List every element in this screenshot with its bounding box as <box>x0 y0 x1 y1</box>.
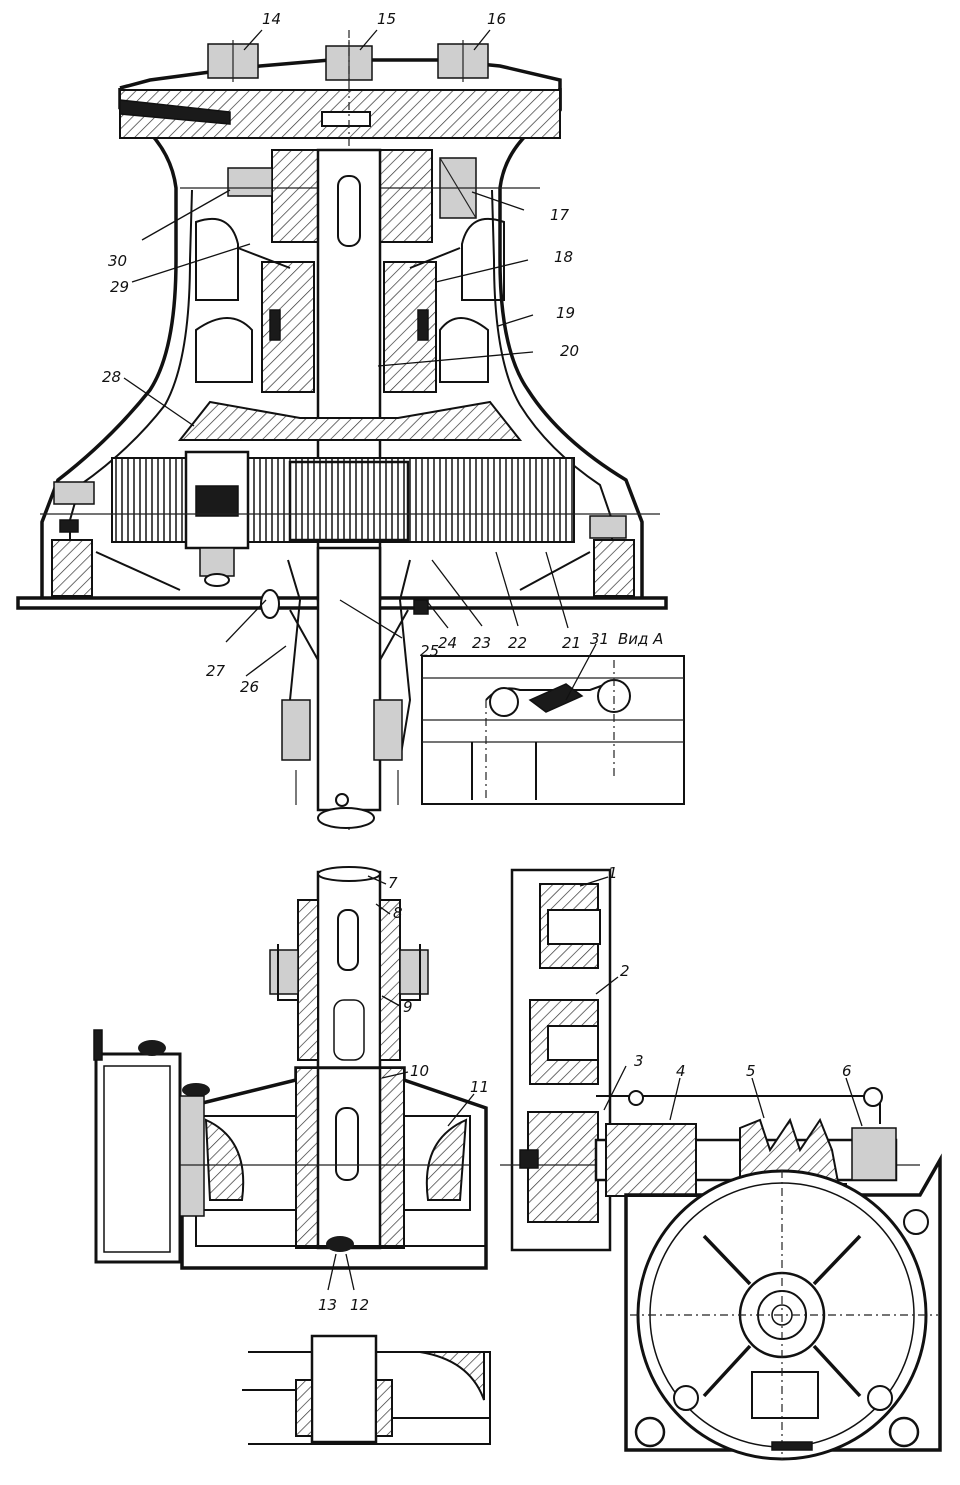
label-5: 5 <box>746 1062 756 1080</box>
callout-labels: 14 15 16 17 18 19 20 28 29 30 21 22 23 2… <box>102 10 852 1314</box>
label-30: 30 <box>108 252 127 270</box>
label-2: 2 <box>620 962 630 980</box>
label-12: 12 <box>350 1296 369 1314</box>
label-11: 11 <box>470 1078 489 1096</box>
label-3: 3 <box>634 1052 644 1070</box>
label-26: 26 <box>240 678 259 696</box>
label-1: 1 <box>608 864 618 882</box>
gearbox-section <box>93 866 491 1445</box>
label-7: 7 <box>388 874 398 892</box>
label-28: 28 <box>102 368 121 386</box>
label-21: 21 <box>562 634 581 652</box>
label-13: 13 <box>318 1296 337 1314</box>
view-a-caption: Вид А <box>618 630 663 648</box>
label-17: 17 <box>550 206 570 224</box>
label-20: 20 <box>560 342 579 360</box>
label-4: 4 <box>676 1062 686 1080</box>
motor-worm-assembly <box>500 868 942 1461</box>
label-14: 14 <box>262 10 281 28</box>
view-a-inset <box>421 655 685 805</box>
label-29: 29 <box>110 278 129 296</box>
label-10: 10 <box>410 1062 429 1080</box>
label-24: 24 <box>438 634 457 652</box>
leader-lines <box>123 29 863 1291</box>
label-27: 27 <box>206 662 226 680</box>
label-8: 8 <box>393 904 403 922</box>
label-25: 25 <box>420 642 439 660</box>
label-22: 22 <box>508 634 527 652</box>
label-18: 18 <box>554 248 573 266</box>
label-31: 31 <box>590 630 609 648</box>
label-15: 15 <box>377 10 396 28</box>
capstan-head-section <box>16 30 668 830</box>
label-19: 19 <box>556 304 575 322</box>
label-16: 16 <box>487 10 506 28</box>
label-9: 9 <box>403 998 413 1016</box>
label-23: 23 <box>472 634 491 652</box>
label-6: 6 <box>842 1062 852 1080</box>
